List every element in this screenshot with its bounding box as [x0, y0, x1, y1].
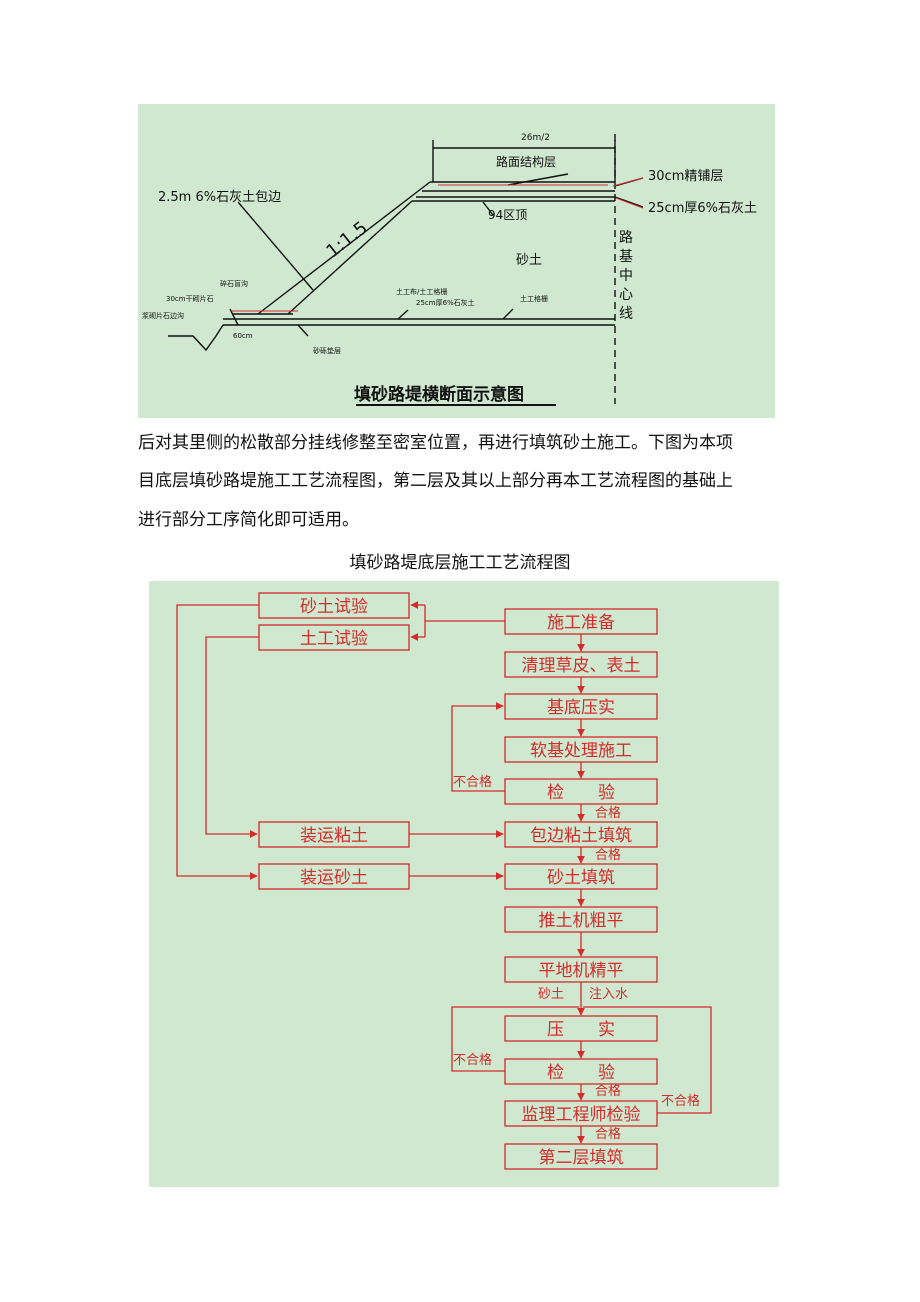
load-sand-label: 装运砂土: [300, 868, 368, 888]
prep-label: 施工准备: [547, 613, 615, 633]
inspect2-label: 检 验: [547, 1063, 615, 1083]
sand-fill-label: 砂土填筑: [547, 868, 615, 888]
soil-test-label: 土工试验: [300, 629, 368, 649]
fine-layer-label: 30cm精铺层: [648, 169, 723, 184]
lime-layer-label: 25cm厚6%石灰土: [648, 201, 757, 216]
inspect1-label: 检 验: [547, 783, 615, 803]
zone94-label: 94区顶: [488, 208, 527, 222]
second-label: 第二层填筑: [539, 1148, 624, 1168]
clear-label: 清理草皮、表土: [522, 656, 641, 676]
fail-label-3: 不合格: [661, 1093, 700, 1109]
geotextile-label: 土工布/土工格栅: [396, 287, 447, 296]
pass-label-4: 合格: [595, 1126, 621, 1142]
flowchart-caption: 填砂路堤底层施工工艺流程图: [349, 553, 571, 573]
cross-section-diagram: 26m/2 路面结构层 30cm精铺层 25cm厚6%石灰土 2.5m 6%石灰…: [138, 104, 775, 418]
side-ditch-label: 浆砌片石边沟: [142, 311, 184, 320]
paragraph-line-2: 目底层填砂路堤施工工艺流程图，第二层及其以上部分再本工艺流程图的基础上: [138, 471, 733, 491]
sand-test-label: 砂土试验: [300, 597, 368, 617]
pass-label-3: 合格: [595, 1083, 621, 1099]
fail-label-2: 不合格: [453, 1052, 492, 1068]
flowchart-drawing: 砂土试验 土工试验 施工准备 清理草皮、表土 基底压实 软基处理施工 检 验 装…: [176, 592, 712, 1170]
geogrid-label: 土工格栅: [520, 294, 548, 303]
section-title: 填砂路堤横断面示意图: [354, 384, 524, 405]
compact-base-label: 基底压实: [547, 698, 615, 718]
compact-label: 压 实: [547, 1020, 615, 1040]
supervisor-label: 监理工程师检验: [522, 1105, 641, 1125]
centerline-label: 路基中心线: [619, 230, 633, 322]
dim-label: 60cm: [233, 332, 253, 340]
soft-label: 软基处理施工: [530, 741, 632, 761]
pass-label-2: 合格: [595, 847, 621, 863]
gravel-label: 砂砾垫层: [313, 346, 341, 355]
paragraph-line-3: 进行部分工序简化即可适用。: [138, 510, 359, 530]
slope-label: 1:1.5: [322, 217, 371, 262]
sand-input-label: 砂土: [538, 987, 564, 1002]
width-label: 26m/2: [521, 133, 550, 143]
inner-slope-line: [287, 200, 413, 315]
flowchart-panel: 砂土试验 土工试验 施工准备 清理草皮、表土 基底压实 软基处理施工 检 验 装…: [149, 581, 779, 1187]
water-input-label: 注入水: [589, 987, 628, 1002]
edge-label: 2.5m 6%石灰土包边: [158, 190, 281, 205]
grader-label: 平地机精平: [539, 961, 624, 981]
load-clay-label: 装运粘土: [300, 826, 368, 846]
sand-label: 砂土: [516, 253, 542, 268]
second-box: [504, 1143, 658, 1170]
outer-slope-line: [257, 181, 431, 315]
bulldozer-label: 推土机粗平: [539, 911, 624, 931]
ditch-label: 碎石盲沟: [220, 279, 248, 288]
lime-bottom-label: 25cm厚6%石灰土: [416, 298, 475, 307]
dry-stone-label: 30cm干砌片石: [166, 294, 214, 303]
cross-section-drawing: 26m/2 路面结构层 30cm精铺层 25cm厚6%石灰土 2.5m 6%石灰…: [142, 133, 757, 406]
clay-fill-label: 包边粘土填筑: [530, 826, 632, 846]
pavement-label: 路面结构层: [496, 154, 556, 169]
pass-label-1: 合格: [595, 805, 621, 821]
fail-label-1: 不合格: [453, 774, 492, 790]
paragraph-line-1: 后对其里侧的松散部分挂线修整至密室位置，再进行填筑砂土施工。下图为本项: [138, 433, 733, 453]
